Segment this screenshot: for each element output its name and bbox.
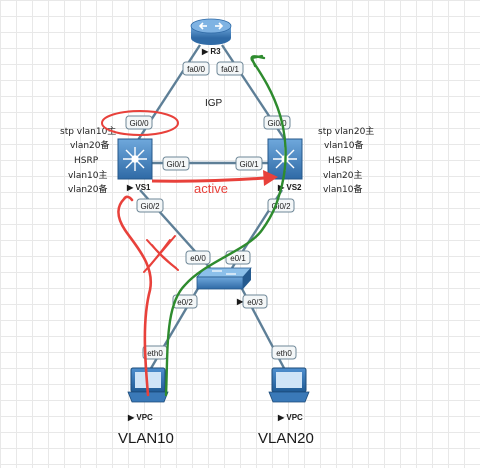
green-traffic-path	[164, 55, 287, 397]
svg-text:e0/1: e0/1	[230, 254, 246, 263]
vlan20-label: VLAN20	[258, 430, 314, 447]
vs1-note-line: vlan20备	[70, 139, 110, 151]
blocked-cross-mark	[143, 235, 179, 273]
vs1-label: ▶ VS1	[126, 183, 151, 192]
port-r3-fa00: fa0/0	[182, 61, 210, 76]
svg-text:Gi0/1: Gi0/1	[239, 160, 259, 169]
port-vs1-gi02: Gi0/2	[136, 198, 164, 213]
port-vs2-gi02: Gi0/2	[267, 198, 295, 213]
vs1-notes: stp vlan10主 vlan20备 HSRP vlan10主 vlan20备	[60, 125, 116, 195]
vs2-label: ▶ VS2	[277, 183, 302, 192]
port-vs1-gi00: Gi0/0	[125, 115, 153, 130]
igp-label: IGP	[205, 98, 223, 109]
multilayer-switch-vs1[interactable]	[117, 138, 153, 180]
vs2-note-line: stp vlan20主	[318, 125, 374, 137]
router-arrows-icon	[198, 22, 224, 30]
vlan10-label: VLAN10	[118, 430, 174, 447]
svg-text:e0/0: e0/0	[190, 254, 206, 263]
switch-sw[interactable]	[196, 267, 252, 290]
port-vs2-gi00: Gi0/0	[263, 115, 291, 130]
red-traffic-path	[117, 195, 153, 397]
svg-text:Gi0/0: Gi0/0	[267, 119, 287, 128]
svg-text:eth0: eth0	[276, 349, 292, 358]
svg-text:Gi0/2: Gi0/2	[271, 202, 291, 211]
vs2-note-line: HSRP	[328, 156, 353, 166]
vs2-note-line: vlan10备	[323, 183, 363, 195]
router-r3-label: ▶ R3	[201, 47, 221, 56]
port-r3-fa01: fa0/1	[216, 61, 244, 76]
svg-text:eth0: eth0	[147, 349, 163, 358]
port-vs2-gi01: Gi0/1	[235, 156, 263, 171]
port-sw-e03: e0/3	[242, 294, 268, 309]
highlight-circle-gi00	[101, 110, 179, 136]
svg-text:Gi0/2: Gi0/2	[140, 202, 160, 211]
port-sw-e02: e0/2	[172, 294, 198, 309]
vs2-notes: stp vlan20主 vlan10备 HSRP vlan20主 vlan10备	[318, 125, 374, 195]
vs1-note-line: vlan20备	[68, 183, 108, 195]
port-pc2-eth0: eth0	[271, 345, 297, 360]
switch-arrows-icon	[212, 270, 236, 275]
port-vs1-gi01: Gi0/1	[162, 156, 190, 171]
pc-vlan10-label: ▶ VPC	[127, 413, 153, 422]
svg-text:Gi0/1: Gi0/1	[166, 160, 186, 169]
router-r3[interactable]	[190, 18, 232, 45]
vs1-note-line: vlan10主	[68, 169, 108, 181]
port-sw-e00: e0/0	[185, 250, 211, 265]
green-path-arrowhead	[250, 54, 264, 68]
svg-text:fa0/0: fa0/0	[187, 65, 205, 74]
switch-star-icon	[123, 147, 147, 171]
vs1-note-line: stp vlan10主	[60, 125, 116, 137]
svg-text:e0/2: e0/2	[177, 298, 193, 307]
svg-text:e0/3: e0/3	[247, 298, 263, 307]
pc-vlan20-label: ▶ VPC	[277, 413, 303, 422]
pc-vlan20[interactable]	[268, 367, 310, 403]
svg-text:Gi0/0: Gi0/0	[129, 119, 149, 128]
active-label: active	[194, 181, 228, 196]
vs1-note-line: HSRP	[74, 156, 99, 166]
svg-text:fa0/1: fa0/1	[221, 65, 239, 74]
active-arrow	[151, 170, 278, 186]
vs2-note-line: vlan20主	[323, 169, 363, 181]
vs2-note-line: vlan10备	[324, 139, 364, 151]
